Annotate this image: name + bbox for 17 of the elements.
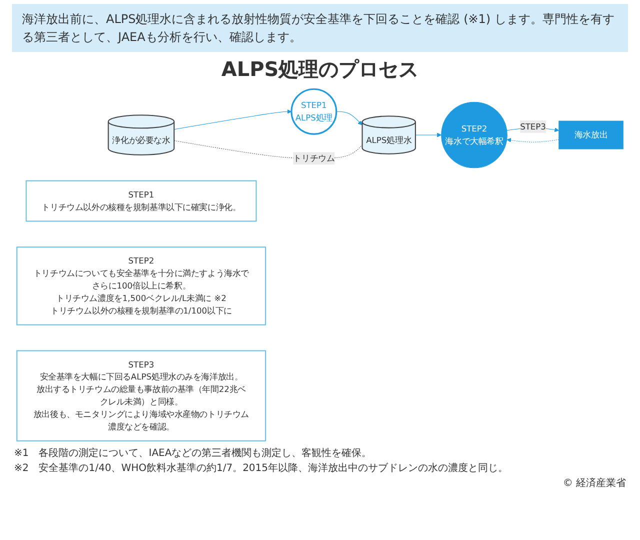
arrow [415,132,442,138]
node-circle: STEP1 ALPS処理 [290,88,338,135]
arrow [336,111,362,126]
node-box: STEP2 トリチウムについても安全基準を十分に満たすよう海水でさらに100倍以上に希釈。 トリチウム濃度を1,500ベクレル/L未満に ※2 トリチウム以外の核種を規制基準の1/100以下に [16,246,266,326]
footnote: ※2 安全基準の1/40、WHO飲料水基準の約1/7。2015年以降、海洋放出中のサブドレンの水の濃度と同じ。 [14,462,510,475]
credit-text: © 経済産業省 [562,476,626,490]
arrow [174,109,292,130]
title: ALPS処理のプロセス [220,56,420,83]
node-box: 海水放出 [558,120,624,150]
arrow [506,138,560,142]
edge-label: トリチウム [293,153,335,164]
footnote: ※1 各段階の測定について、IAEAなどの第三者機関も測定し、客観性を確保。 [14,446,373,460]
node-circle: STEP2 海水で大幅希釈 [441,102,508,168]
intro-paragraph: 海洋放出前に、ALPS処理水に含まれる放射性物質が安全基準を下回ることを確認 (※1) します。専門性を有する第三者として、JAEAも分析を行い、確認します。 [12,4,628,52]
node-box: STEP1 トリチウム以外の核種を規制基準以下に確実に浄化。 [26,180,257,222]
edge-label: STEP3 [520,122,546,132]
node-box: STEP3 安全基準を大幅に下回るALPS処理水のみを海洋放出。 放出するトリチウムの総量も事故前の基準（年間22兆ベクレル未満）と同様。 放出後も、モニタリングにより海域や水産物のトリチウム濃度などを確認。 [16,350,266,442]
